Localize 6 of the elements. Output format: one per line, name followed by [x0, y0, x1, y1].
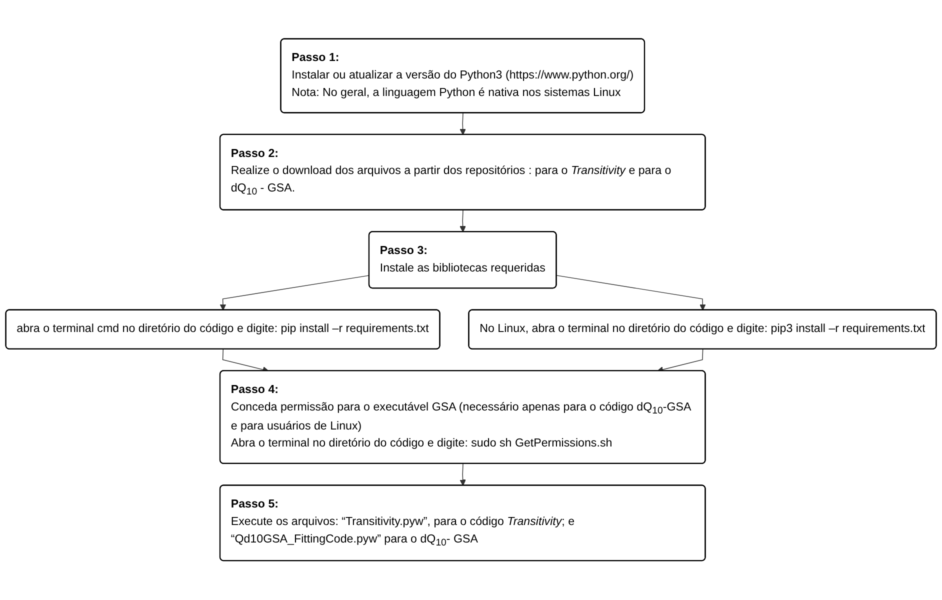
arrow: [556, 275, 706, 311]
arrow: [460, 464, 466, 486]
arrow: [460, 210, 466, 232]
arrow: [460, 112, 466, 136]
arrow: [220, 275, 370, 311]
flowchart: Passo 1: Instalar ou atualizar a versão do Python3 (https://www.python.org/) Nota: No geral, a linguagem Python é nativa nos sistemas Linux Passo 2: Realize o download dos arquivos a partir dos repositórios : para o Transitivity e para o dQ$_{10}$ - GSA. Passo 3: Instale as bibliotecas requeridas abra o terminal cmd no diretório do código e digite: pip install –r requirements.txt No Linux, abra o terminal no diretório do código e digite: pip3 install –r requirements.txt Passo 4: Conceda permissão para o executável GSA (necessário apenas para o código dQ$_{10}$-GSA e para usuários de Linux) Abra o terminal no diretório do código e digite: sudo sh GetPermissions.sh Passo 5: Execute os arquivos: “Transitivity.pyw”, para o código Transitivity; e “Qd10GSA_FittingCode.pyw” para o dQ$_{10}$- GSA: [0, 33, 942, 567]
